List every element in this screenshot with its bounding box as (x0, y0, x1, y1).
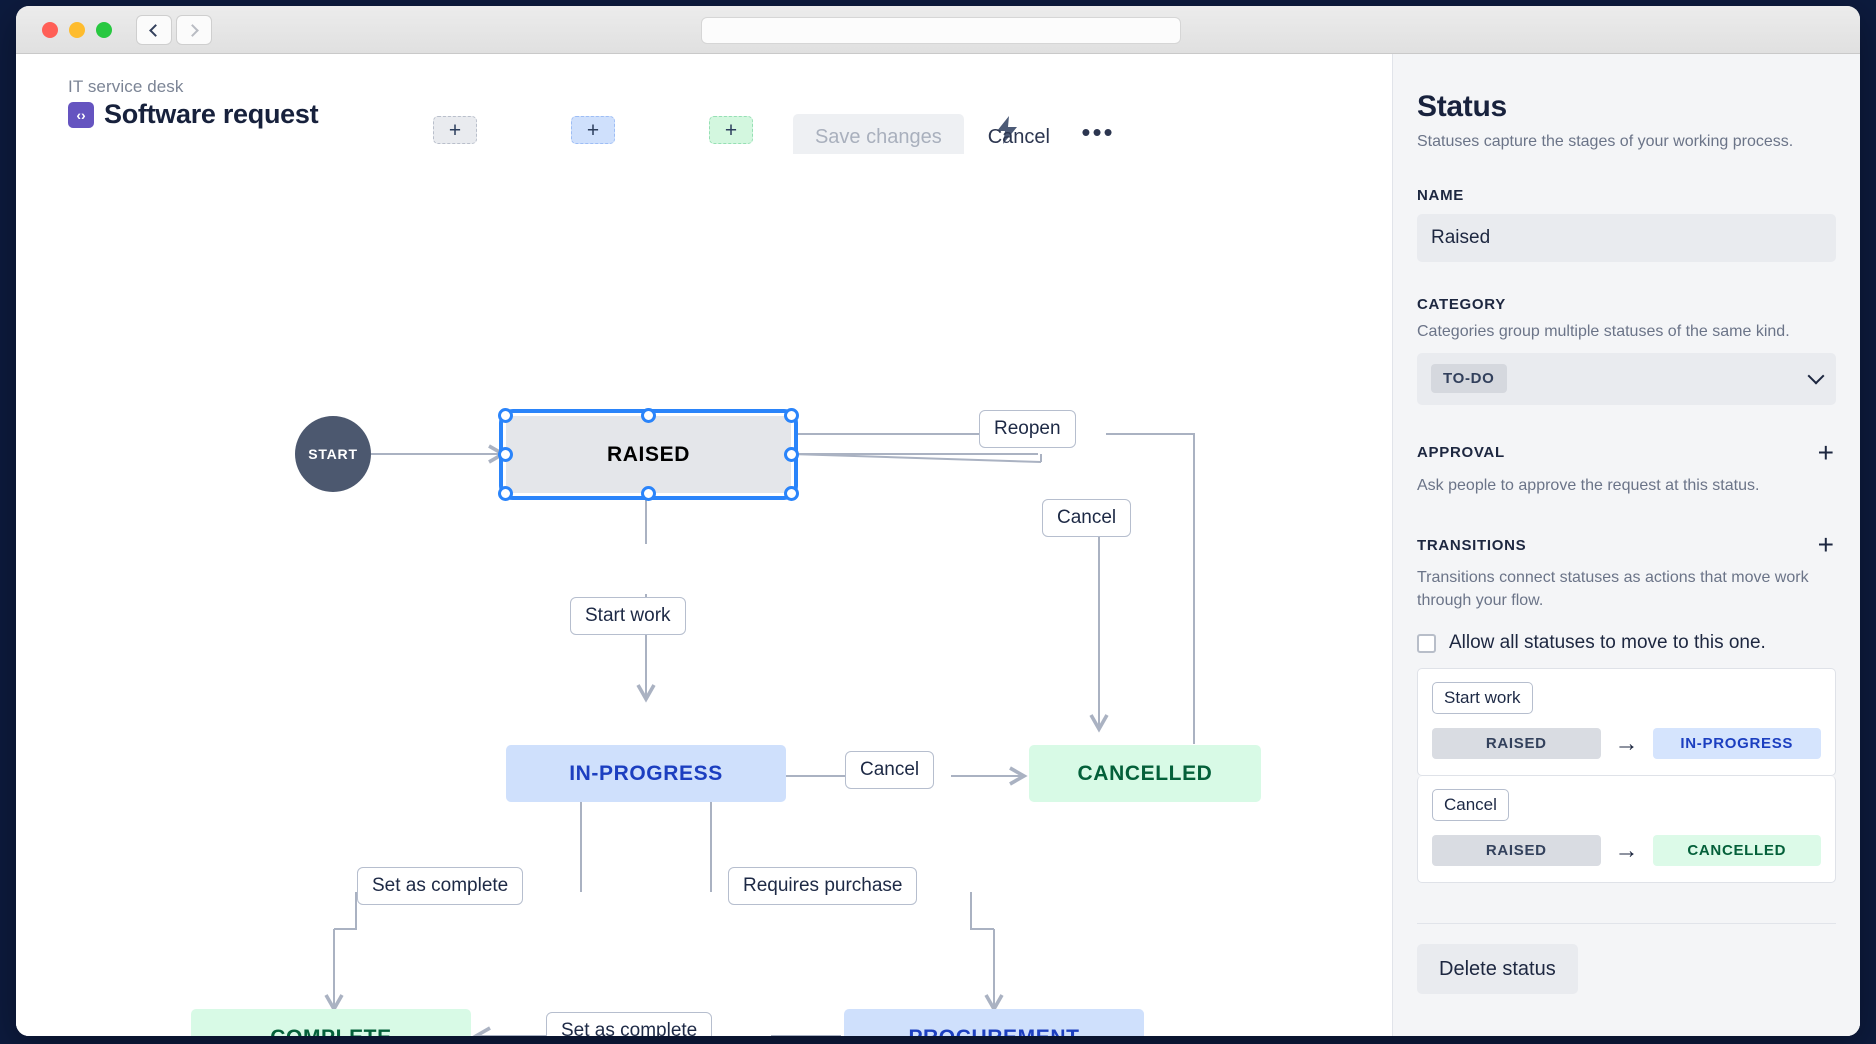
start-node[interactable]: START (295, 416, 371, 492)
add-done-status-icon[interactable]: + (709, 116, 753, 144)
chevron-down-icon (1807, 367, 1825, 385)
resize-handle-sw[interactable] (498, 486, 513, 501)
editor-toolbar: IT service desk ‹› Software request + To… (16, 54, 1392, 170)
workflow-edges (324, 424, 1195, 1036)
approval-hint: Ask people to approve the request at thi… (1417, 476, 1760, 494)
edge-label-start-work[interactable]: Start work (570, 597, 686, 635)
allow-all-statuses-checkbox[interactable] (1417, 633, 1436, 653)
name-section-label: NAME (1417, 186, 1464, 204)
editor-actions: Save changes Cancel ••• (792, 114, 1122, 160)
transition-from-status: RAISED (1432, 728, 1601, 760)
resize-handle-nw[interactable] (498, 408, 513, 423)
category-section-label: CATEGORY (1417, 295, 1506, 313)
allow-all-statuses-row[interactable]: Allow all statuses to move to this one. (1417, 632, 1836, 654)
arrow-right-icon: → (1614, 729, 1639, 757)
browser-window: IT service desk ‹› Software request + To… (16, 6, 1860, 1036)
transition-name: Start work (1432, 682, 1533, 715)
allow-all-statuses-label: Allow all statuses to move to this one. (1449, 632, 1766, 654)
panel-title: Status (1417, 90, 1507, 123)
approval-section-label: APPROVAL (1417, 444, 1505, 462)
transitions-section-label: TRANSITIONS (1417, 536, 1527, 554)
save-changes-button[interactable]: Save changes (792, 114, 964, 160)
lightning-bolt-icon[interactable] (985, 116, 1029, 144)
page-title: Software request (104, 99, 319, 129)
more-options-button[interactable]: ••• (1074, 114, 1122, 160)
code-brackets-icon: ‹› (68, 101, 94, 128)
approval-section-header: APPROVAL + (1417, 436, 1836, 468)
add-approval-button[interactable]: + (1817, 436, 1834, 468)
panel-subtitle: Statuses capture the stages of your work… (1417, 133, 1794, 150)
browser-url-bar[interactable] (701, 17, 1181, 44)
browser-forward-button[interactable] (176, 15, 212, 45)
edge-label-set-as-complete-1[interactable]: Set as complete (357, 867, 524, 905)
browser-titlebar (16, 6, 1860, 54)
close-window-button[interactable] (42, 22, 58, 38)
status-node-procurement[interactable]: PROCUREMENT (844, 1009, 1144, 1036)
transition-card-start-work[interactable]: Start work RAISED → IN-PROGRESS (1417, 668, 1836, 777)
transition-to-status: CANCELLED (1652, 835, 1821, 867)
workflow-editor: IT service desk ‹› Software request + To… (16, 54, 1392, 1036)
add-todo-status-icon[interactable]: + (433, 116, 477, 144)
edge-label-reopen[interactable]: Reopen (979, 410, 1076, 448)
zoom-window-button[interactable] (96, 22, 112, 38)
resize-handle-s[interactable] (641, 486, 656, 501)
status-node-complete[interactable]: COMPLETE (191, 1009, 471, 1036)
chevron-right-icon (186, 23, 199, 37)
status-node-raised-label: RAISED (607, 442, 690, 466)
lightning-bolt-glyph (997, 116, 1017, 144)
cancel-button[interactable]: Cancel (970, 114, 1068, 160)
edge-label-cancel-raised[interactable]: Cancel (1042, 499, 1132, 537)
transition-flow: RAISED → IN-PROGRESS (1432, 728, 1821, 760)
breadcrumb[interactable]: IT service desk (68, 77, 184, 96)
minimize-window-button[interactable] (69, 22, 85, 38)
status-node-in-progress[interactable]: IN-PROGRESS (506, 745, 786, 802)
status-name-input[interactable]: Raised (1417, 213, 1836, 262)
resize-handle-n[interactable] (641, 408, 656, 423)
app-body: IT service desk ‹› Software request + To… (16, 54, 1860, 1036)
category-select[interactable]: TO-DO (1417, 352, 1836, 405)
resize-handle-se[interactable] (784, 486, 799, 501)
resize-handle-ne[interactable] (784, 408, 799, 423)
edge-label-set-as-complete-2[interactable]: Set as complete (546, 1012, 713, 1036)
add-in-progress-status-icon[interactable]: + (571, 116, 615, 144)
transitions-hint: Transitions connect statuses as actions … (1417, 569, 1809, 609)
chevron-left-icon (149, 23, 162, 37)
transition-card-cancel[interactable]: Cancel RAISED → CANCELLED (1417, 776, 1836, 884)
transition-flow: RAISED → CANCELLED (1432, 835, 1821, 867)
status-name-value: Raised (1431, 226, 1491, 248)
status-node-raised[interactable]: RAISED (498, 408, 799, 501)
transition-from-status: RAISED (1432, 835, 1601, 867)
category-hint: Categories group multiple statuses of th… (1417, 322, 1790, 340)
arrow-right-icon: → (1614, 836, 1639, 864)
category-selected-chip: TO-DO (1431, 364, 1507, 394)
transitions-section-header: TRANSITIONS + (1417, 531, 1836, 559)
status-node-cancelled[interactable]: CANCELLED (1029, 745, 1261, 802)
edge-label-cancel-in-progress[interactable]: Cancel (845, 751, 935, 789)
workflow-canvas[interactable]: START RAISED IN-PROGRESS CAN (16, 154, 1392, 1036)
window-controls (42, 22, 112, 38)
resize-handle-e[interactable] (784, 447, 799, 462)
delete-status-button[interactable]: Delete status (1417, 944, 1578, 994)
browser-back-button[interactable] (136, 15, 172, 45)
page-title-row: ‹› Software request (68, 99, 319, 130)
transition-name: Cancel (1432, 789, 1509, 822)
resize-handle-w[interactable] (498, 447, 513, 462)
add-transition-button[interactable]: + (1817, 529, 1834, 561)
status-details-panel: Status Statuses capture the stages of yo… (1392, 54, 1860, 1036)
transition-to-status: IN-PROGRESS (1652, 728, 1821, 760)
edge-label-requires-purchase[interactable]: Requires purchase (728, 867, 918, 905)
panel-divider (1417, 923, 1836, 924)
